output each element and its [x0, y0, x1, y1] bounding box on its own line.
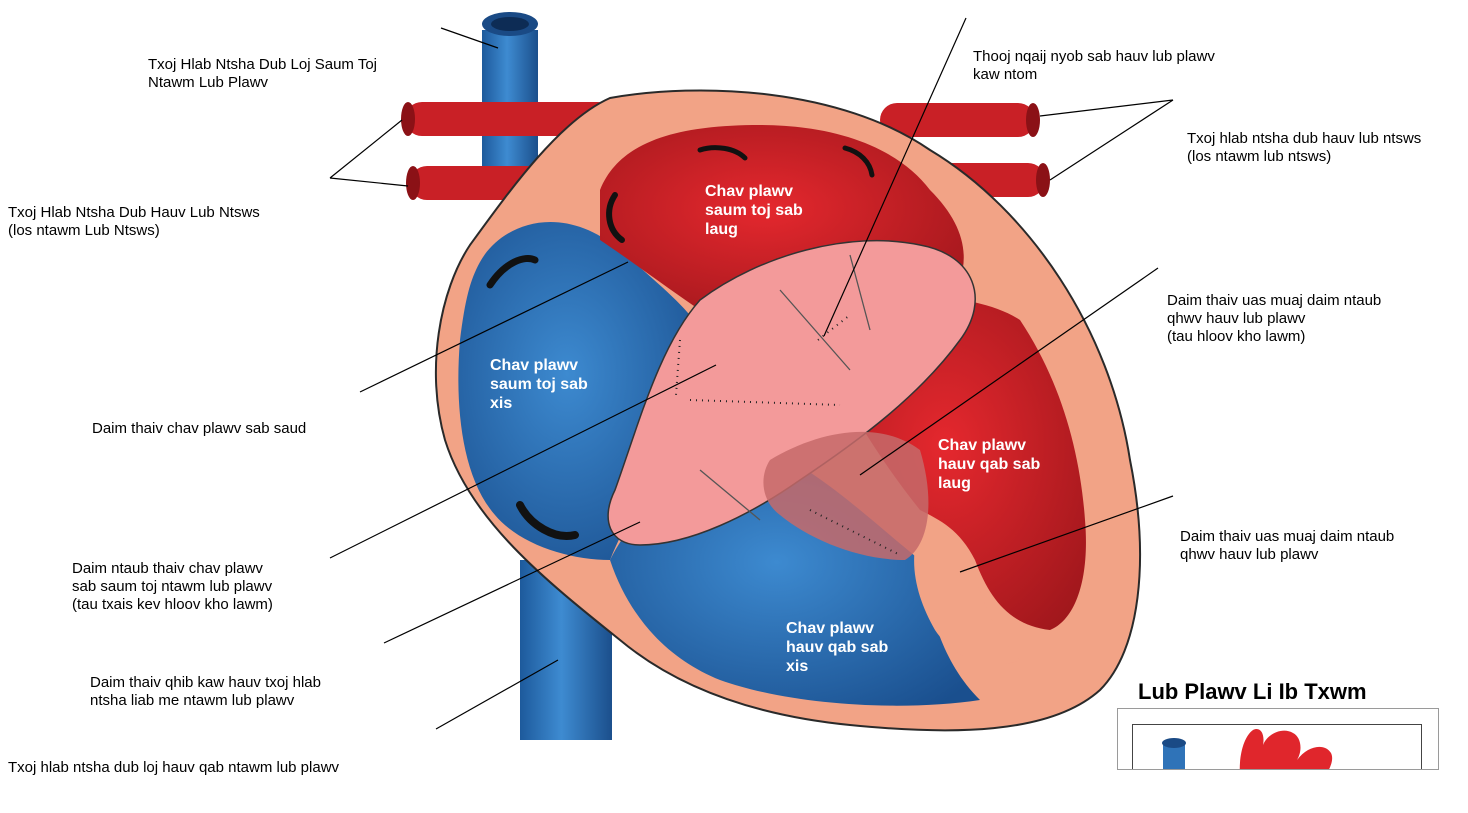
inset-title: Lub Plawv Li Ib Txwm: [1138, 679, 1367, 705]
label-inferior-vena-cava: Txoj hlab ntsha dub loj hauv qab ntawm l…: [8, 723, 339, 813]
normal-heart-thumbnail: [1133, 725, 1421, 770]
label-atrial-septum: Daim thaiv chav plawv sab saud: [92, 384, 306, 474]
inset-panel: [1117, 708, 1439, 770]
inset-image-frame: [1132, 724, 1422, 770]
label-pulmonary-veins-left: Txoj Hlab Ntsha Dub Hauv Lub Ntsws(los n…: [8, 168, 260, 276]
label-pulmonary-veins-right: Txoj hlab ntsha dub hauv lub ntsws(los n…: [1187, 94, 1421, 202]
